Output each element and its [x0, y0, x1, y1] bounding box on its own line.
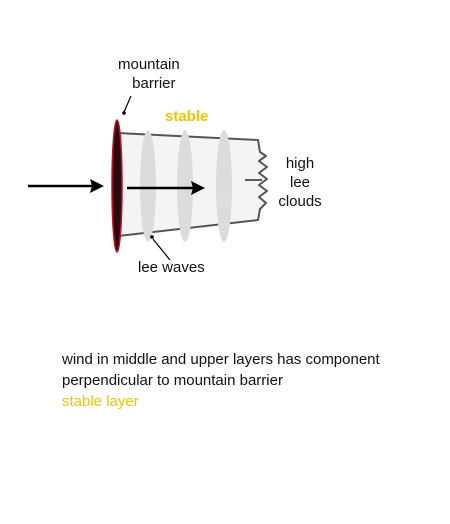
mountain-leader-dot: [122, 111, 126, 115]
mountain-leader-line: [123, 95, 132, 113]
caption-line1: wind in middle and upper layers has comp…: [62, 351, 380, 368]
clouds-label-line2: lee: [289, 174, 311, 191]
mountain-label-line2: barrier: [132, 75, 176, 92]
lee-waves-leader-dot: [150, 235, 154, 239]
caption: wind in middle and upper layers has comp…: [62, 349, 380, 412]
mountain-barrier-label: mountain barrier: [118, 55, 180, 93]
lee-wave-2: [177, 130, 193, 242]
stable-wind-arrowhead: [191, 181, 205, 195]
caption-line2: perpendicular to mountain barrier: [62, 372, 283, 389]
high-lee-clouds-label: high lee clouds: [270, 154, 330, 211]
stable-label: stable: [165, 108, 209, 125]
lee-waves-label: lee waves: [138, 259, 205, 276]
lee-wave-1: [140, 130, 156, 242]
caption-line3: stable layer: [62, 393, 139, 410]
incoming-wind-arrowhead: [90, 179, 104, 193]
lee-wave-3: [216, 130, 232, 242]
mountain-barrier: [111, 119, 123, 253]
mountain-label-line1: mountain: [118, 56, 180, 73]
lee-waves-leader-line: [152, 238, 171, 261]
clouds-label-line1: high: [285, 155, 315, 172]
clouds-label-line3: clouds: [278, 193, 322, 210]
